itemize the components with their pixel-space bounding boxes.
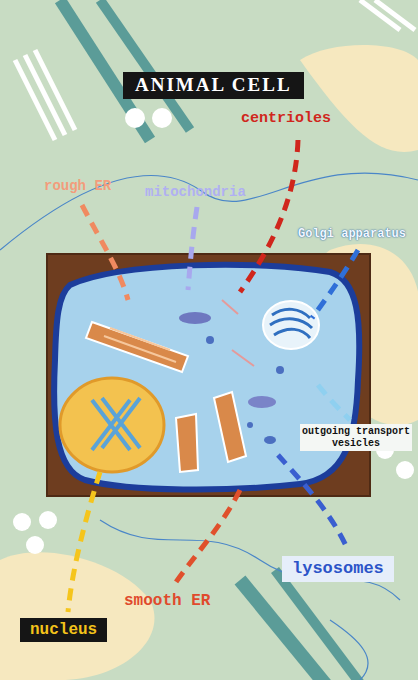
part-label: mitochondria (145, 184, 246, 200)
label-box: lysosomes (282, 556, 394, 582)
part-label: Golgi apparatus (298, 228, 406, 242)
part-label: outgoing transport vesicles (300, 424, 412, 451)
part-label: centrioles (241, 110, 331, 127)
title-text: ANIMAL CELL (135, 75, 292, 96)
part-label: smooth ER (124, 592, 210, 610)
label-text: lysosomes (292, 559, 384, 579)
label-box: nucleus (20, 618, 107, 642)
title-box: ANIMAL CELL (123, 72, 304, 99)
part-label: rough ER (44, 178, 111, 194)
label-text: nucleus (30, 621, 97, 639)
